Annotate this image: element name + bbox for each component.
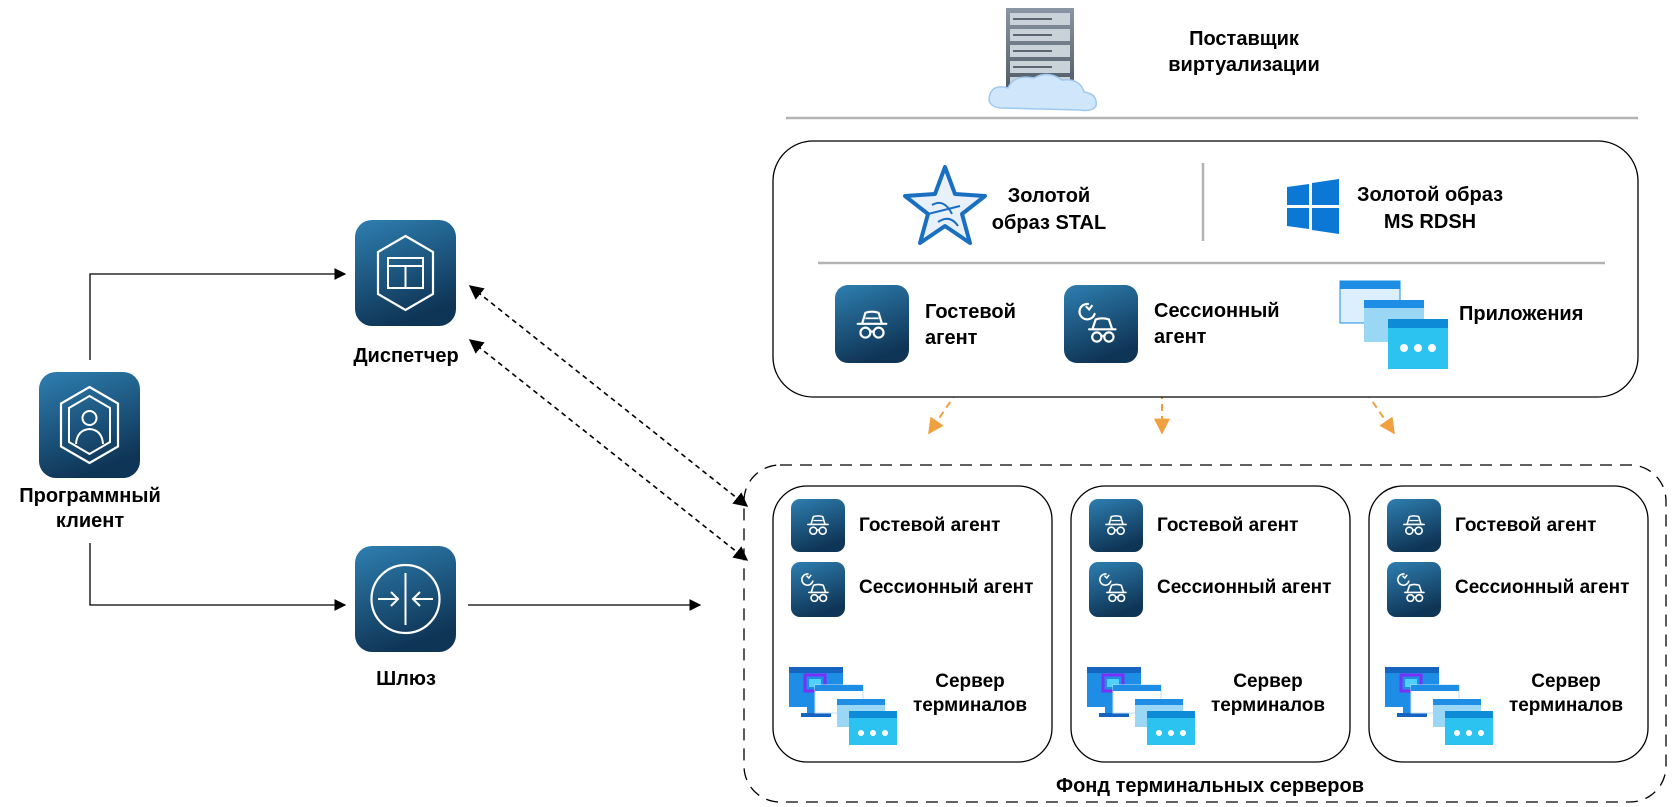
windows-logo-icon bbox=[1287, 179, 1339, 234]
gateway-label: Шлюз bbox=[376, 668, 436, 690]
server-label-line1: Сервер bbox=[1531, 671, 1601, 692]
session-agent-icon bbox=[1089, 562, 1143, 617]
provider-node: Поставщик виртуализации bbox=[786, 8, 1638, 120]
spy-agent-icon bbox=[835, 285, 909, 363]
server-card: Гостевой агент Сессионный агент Сервер т… bbox=[772, 485, 1053, 763]
client-to-dispatcher-connector bbox=[89, 268, 347, 360]
app-windows-icon bbox=[1339, 280, 1448, 369]
dispatcher-label: Диспетчер bbox=[353, 345, 458, 367]
server-session-agent-label: Сессионный агент bbox=[859, 577, 1033, 598]
pool-boundary bbox=[743, 464, 1667, 803]
server-label-line1: Сервер bbox=[935, 671, 1005, 692]
stal-label-line2: образ STAL bbox=[992, 212, 1106, 234]
session-agent-label-line1: Сессионный bbox=[1154, 300, 1280, 322]
session-agent-label-line2: агент bbox=[1154, 326, 1207, 348]
server-guest-agent-label: Гостевой агент bbox=[1157, 515, 1298, 536]
server-session-agent-label: Сессионный агент bbox=[1157, 577, 1331, 598]
session-agent-icon bbox=[1064, 285, 1138, 363]
pool-title: Фонд терминальных серверов bbox=[1056, 775, 1364, 797]
star-icon bbox=[903, 165, 987, 245]
spy-agent-icon bbox=[1387, 499, 1441, 552]
user-hexagon-icon bbox=[39, 372, 140, 478]
provider-label-line2: виртуализации bbox=[1168, 54, 1320, 76]
server-guest-agent-label: Гостевой агент bbox=[1455, 515, 1596, 536]
server-label-line2: терминалов bbox=[1509, 695, 1623, 716]
server-label-line2: терминалов bbox=[1211, 695, 1325, 716]
server-rack-cloud-icon bbox=[988, 8, 1097, 112]
guest-agent-label-line1: Гостевой bbox=[925, 301, 1016, 323]
rdsh-label-line2: MS RDSH bbox=[1384, 211, 1476, 233]
spy-agent-icon bbox=[791, 499, 845, 552]
dispatcher-guest-agent-link bbox=[468, 285, 749, 507]
server-card: Гостевой агент Сессионный агент Сервер т… bbox=[1070, 485, 1351, 763]
broker-hexagon-icon bbox=[355, 220, 456, 326]
client-to-gateway-connector bbox=[89, 543, 347, 611]
server-label-line1: Сервер bbox=[1233, 671, 1303, 692]
spy-agent-icon bbox=[1089, 499, 1143, 552]
connectors bbox=[89, 268, 1395, 611]
client-node: Программный клиент bbox=[19, 372, 161, 532]
client-label-line2: клиент bbox=[56, 510, 124, 532]
client-label-line1: Программный bbox=[19, 485, 161, 507]
session-agent-icon bbox=[791, 562, 845, 617]
gateway-node: Шлюз bbox=[355, 546, 456, 690]
guest-agent-label-line2: агент bbox=[925, 327, 978, 349]
server-session-agent-label: Сессионный агент bbox=[1455, 577, 1629, 598]
gateway-arrows-icon bbox=[355, 546, 456, 652]
server-card: Гостевой агент Сессионный агент Сервер т… bbox=[1368, 485, 1649, 763]
server-guest-agent-label: Гостевой агент bbox=[859, 515, 1000, 536]
provider-label-line1: Поставщик bbox=[1189, 28, 1300, 50]
dispatcher-session-agent-link bbox=[468, 339, 749, 561]
server-label-line2: терминалов bbox=[913, 695, 1027, 716]
session-agent-icon bbox=[1387, 562, 1441, 617]
image-deploy-arrow-1 bbox=[928, 391, 958, 435]
stal-label-line1: Золотой bbox=[1008, 185, 1090, 207]
images-panel: Золотой образ STAL Золотой образ MS RDSH… bbox=[772, 140, 1639, 398]
apps-label: Приложения bbox=[1459, 303, 1583, 325]
dispatcher-node: Диспетчер bbox=[353, 220, 459, 367]
rdsh-label-line1: Золотой образ bbox=[1357, 184, 1503, 206]
image-deploy-arrow-3 bbox=[1365, 391, 1395, 435]
terminal-pool: Фонд терминальных серверов Гостевой аген… bbox=[743, 464, 1667, 803]
